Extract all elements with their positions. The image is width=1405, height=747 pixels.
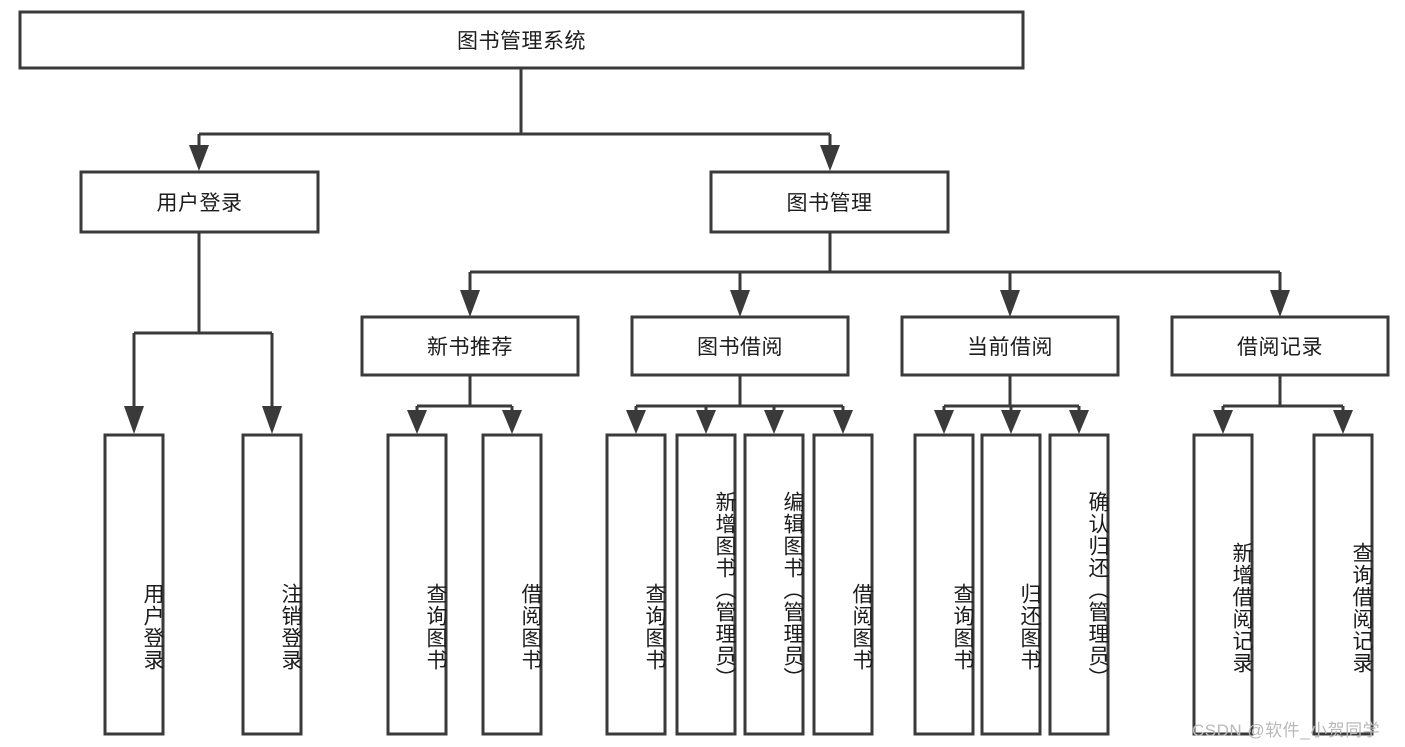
arrow-head-nb-leaf1 bbox=[407, 410, 427, 434]
node-box-new-book-recommend[interactable] bbox=[360, 315, 580, 377]
node-box-leaf-user-login[interactable] bbox=[103, 433, 165, 736]
arrow-head-bb-leaf4 bbox=[833, 410, 853, 434]
node-box-book-management[interactable] bbox=[709, 170, 950, 234]
node-box-leaf-cb-return[interactable] bbox=[980, 433, 1042, 736]
node-box-leaf-logout[interactable] bbox=[241, 433, 303, 736]
connector-group-borrow-record bbox=[1213, 376, 1353, 434]
node-box-leaf-bb-edit[interactable] bbox=[743, 433, 805, 736]
node-box-leaf-nb-query[interactable] bbox=[386, 433, 448, 736]
arrow-head-nb-leaf2 bbox=[502, 410, 522, 434]
arrow-head-cb-leaf1 bbox=[934, 410, 954, 434]
node-box-current-borrow[interactable] bbox=[900, 315, 1120, 377]
connector-group-book-borrow bbox=[626, 376, 853, 434]
arrow-head-new-book bbox=[460, 290, 480, 317]
node-box-leaf-cb-query[interactable] bbox=[913, 433, 975, 736]
connector-group-root bbox=[189, 69, 840, 171]
arrow-head-leaf-user-login bbox=[124, 406, 144, 434]
node-box-leaf-nb-borrow[interactable] bbox=[481, 433, 543, 736]
node-box-borrow-record[interactable] bbox=[1170, 315, 1390, 377]
arrow-head-cb-leaf3 bbox=[1069, 410, 1089, 434]
connector-group-new-book bbox=[407, 376, 522, 434]
arrow-head-br-leaf1 bbox=[1213, 410, 1233, 434]
arrow-head-bb-leaf1 bbox=[626, 410, 646, 434]
node-box-leaf-br-add[interactable] bbox=[1192, 433, 1254, 736]
arrow-head-leaf-logout bbox=[262, 406, 282, 434]
node-box-leaf-cb-confirm[interactable] bbox=[1048, 433, 1110, 736]
arrow-head-book-borrow bbox=[730, 290, 750, 317]
node-box-leaf-bb-query[interactable] bbox=[605, 433, 667, 736]
arrow-head-borrow-record bbox=[1270, 290, 1290, 317]
node-box-leaf-bb-borrow[interactable] bbox=[812, 433, 874, 736]
arrow-head-bb-leaf3 bbox=[764, 410, 784, 434]
node-box-root[interactable] bbox=[18, 10, 1025, 70]
watermark-text: CSDN @软件_小贺同学 bbox=[1192, 721, 1381, 740]
node-box-user-login[interactable] bbox=[79, 170, 320, 234]
node-box-leaf-bb-add[interactable] bbox=[675, 433, 737, 736]
arrow-head-bb-leaf2 bbox=[696, 410, 716, 434]
connector-group-current-borrow bbox=[934, 376, 1089, 434]
arrow-head-user-login bbox=[189, 145, 209, 171]
arrow-head-cb-leaf2 bbox=[1001, 410, 1021, 434]
connector-group-book-mgmt bbox=[460, 233, 1290, 317]
node-box-book-borrow[interactable] bbox=[630, 315, 850, 377]
arrow-head-book-mgmt bbox=[820, 145, 840, 171]
node-box-leaf-br-query[interactable] bbox=[1312, 433, 1374, 736]
arrow-head-current-borrow bbox=[1000, 290, 1020, 317]
arrow-head-br-leaf2 bbox=[1333, 410, 1353, 434]
connector-group-user-login bbox=[124, 233, 282, 434]
